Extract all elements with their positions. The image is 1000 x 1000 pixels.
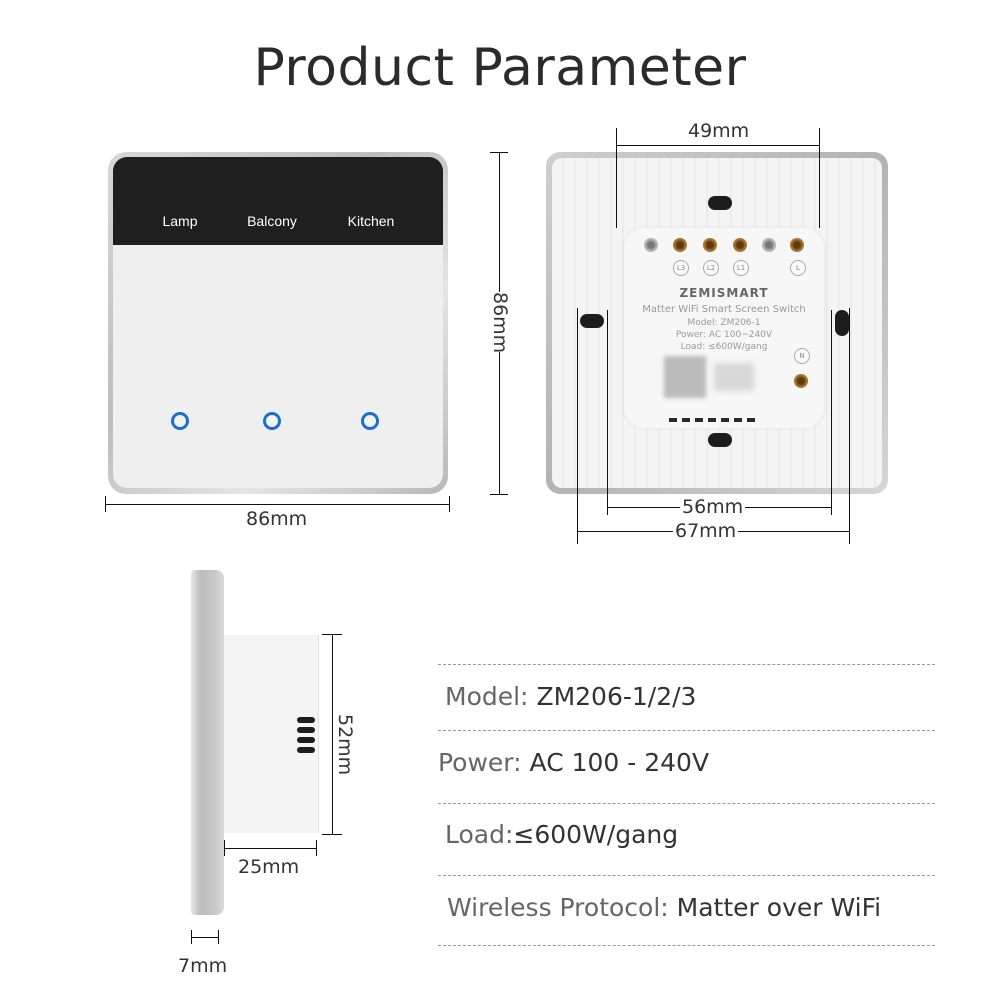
side-height-label: 52mm [334,714,356,776]
mount-hole-left [580,314,604,328]
front-width-label: 86mm [244,508,310,530]
spec-divider [438,664,935,665]
terminal-screw-icon [794,374,808,388]
depth-label: 25mm [236,856,302,878]
vent-slot [708,418,716,422]
spec-row-model: Model: ZM206-1/2/3 [445,682,696,711]
spec-row-load: Load:≤600W/gang [445,820,678,849]
label-screen: Lamp Balcony Kitchen [113,157,443,245]
thickness-dimension-line [191,937,219,938]
product-name: Matter WiFi Smart Screen Switch [642,304,806,315]
switch-back-view: L3 L2 L1 L ZEMISMART Matter WiFi Smart S… [546,152,888,494]
inner-width-label: 56mm [680,496,746,518]
screen-label-kitchen: Kitchen [347,213,395,229]
touch-indicator-1-icon [171,412,189,430]
touch-indicator-2-icon [263,412,281,430]
screen-label-balcony: Balcony [247,213,297,229]
spec-value: AC 100 - 240V [529,748,710,777]
touch-indicator-3-icon [361,412,379,430]
vent-slot [695,418,703,422]
spec-row-wireless: Wireless Protocol: Matter over WiFi [447,893,881,922]
vent-slot [721,418,729,422]
dim-tick [105,496,106,512]
vent-slot [747,418,755,422]
spec-label: Load: [445,820,514,849]
spec-value: ≤600W/gang [513,820,679,849]
terminal-label-l1: L1 [733,260,749,276]
dim-tick [831,310,832,515]
top-width-dimension-line [616,145,820,146]
spec-label: Wireless Protocol: [447,893,677,922]
page-title: Product Parameter [253,38,747,98]
vent-slot [297,737,315,743]
power-line: Power: AC 100~240V [675,330,773,340]
side-view-module [224,635,319,833]
dim-tick [577,308,578,544]
screen-label-lamp: Lamp [162,213,198,229]
dim-tick [316,840,317,856]
switch-module: L3 L2 L1 L ZEMISMART Matter WiFi Smart S… [624,228,824,428]
dim-tick [616,128,617,228]
top-width-label: 49mm [686,120,752,142]
blurred-qr-code [664,356,706,398]
thickness-label: 7mm [176,955,230,977]
terminal-label-l2: L2 [703,260,719,276]
depth-dimension-line [224,848,317,849]
dim-tick [218,930,219,944]
terminal-label-n: N [794,348,810,364]
spec-label: Power: [438,748,530,777]
dim-tick [607,310,608,515]
terminal-screw-icon [703,238,717,252]
mount-hole-right [835,310,849,336]
dim-tick [449,496,450,512]
dim-tick [322,634,342,635]
vent-slot [297,717,315,723]
spec-divider [438,730,935,731]
spec-label: Model: [445,682,537,711]
front-width-dimension-line [105,504,450,505]
vent-slot [297,747,315,753]
switch-front-view: Lamp Balcony Kitchen [108,152,448,494]
dim-tick [490,152,508,153]
terminal-screw-icon [790,238,804,252]
terminal-screw-icon [762,238,776,252]
dim-tick [322,834,342,835]
mount-hole-top [708,196,732,210]
glass-panel: Lamp Balcony Kitchen [113,157,443,488]
dim-tick [849,308,850,544]
dim-tick [191,930,192,944]
vent-slot [734,418,742,422]
terminal-screw-icon [644,238,658,252]
spec-divider [438,875,935,876]
terminal-label-l: L [790,260,806,276]
spec-divider [438,945,935,946]
spec-value: ZM206-1/2/3 [536,682,697,711]
outer-width-label: 67mm [673,520,739,542]
terminal-screw-icon [733,238,747,252]
dim-tick [490,494,508,495]
dim-tick [224,840,225,856]
terminal-screw-icon [673,238,687,252]
vent-slot [682,418,690,422]
terminal-label-l3: L3 [673,260,689,276]
brand-name: ZEMISMART [679,286,769,300]
spec-value: Matter over WiFi [676,893,882,922]
dim-tick [819,128,820,228]
vent-slot [669,418,677,422]
spec-divider [438,803,935,804]
height-label: 86mm [489,292,511,354]
mount-hole-bottom [708,433,732,447]
blurred-label [714,363,754,391]
side-view-plate [191,570,224,915]
model-line: Model: ZM206-1 [687,318,761,328]
load-line: Load: ≤600W/gang [680,342,768,352]
side-height-dimension-line [332,634,333,834]
vent-slot [297,727,315,733]
spec-row-power: Power: AC 100 - 240V [438,748,709,777]
back-housing: L3 L2 L1 L ZEMISMART Matter WiFi Smart S… [552,158,882,488]
